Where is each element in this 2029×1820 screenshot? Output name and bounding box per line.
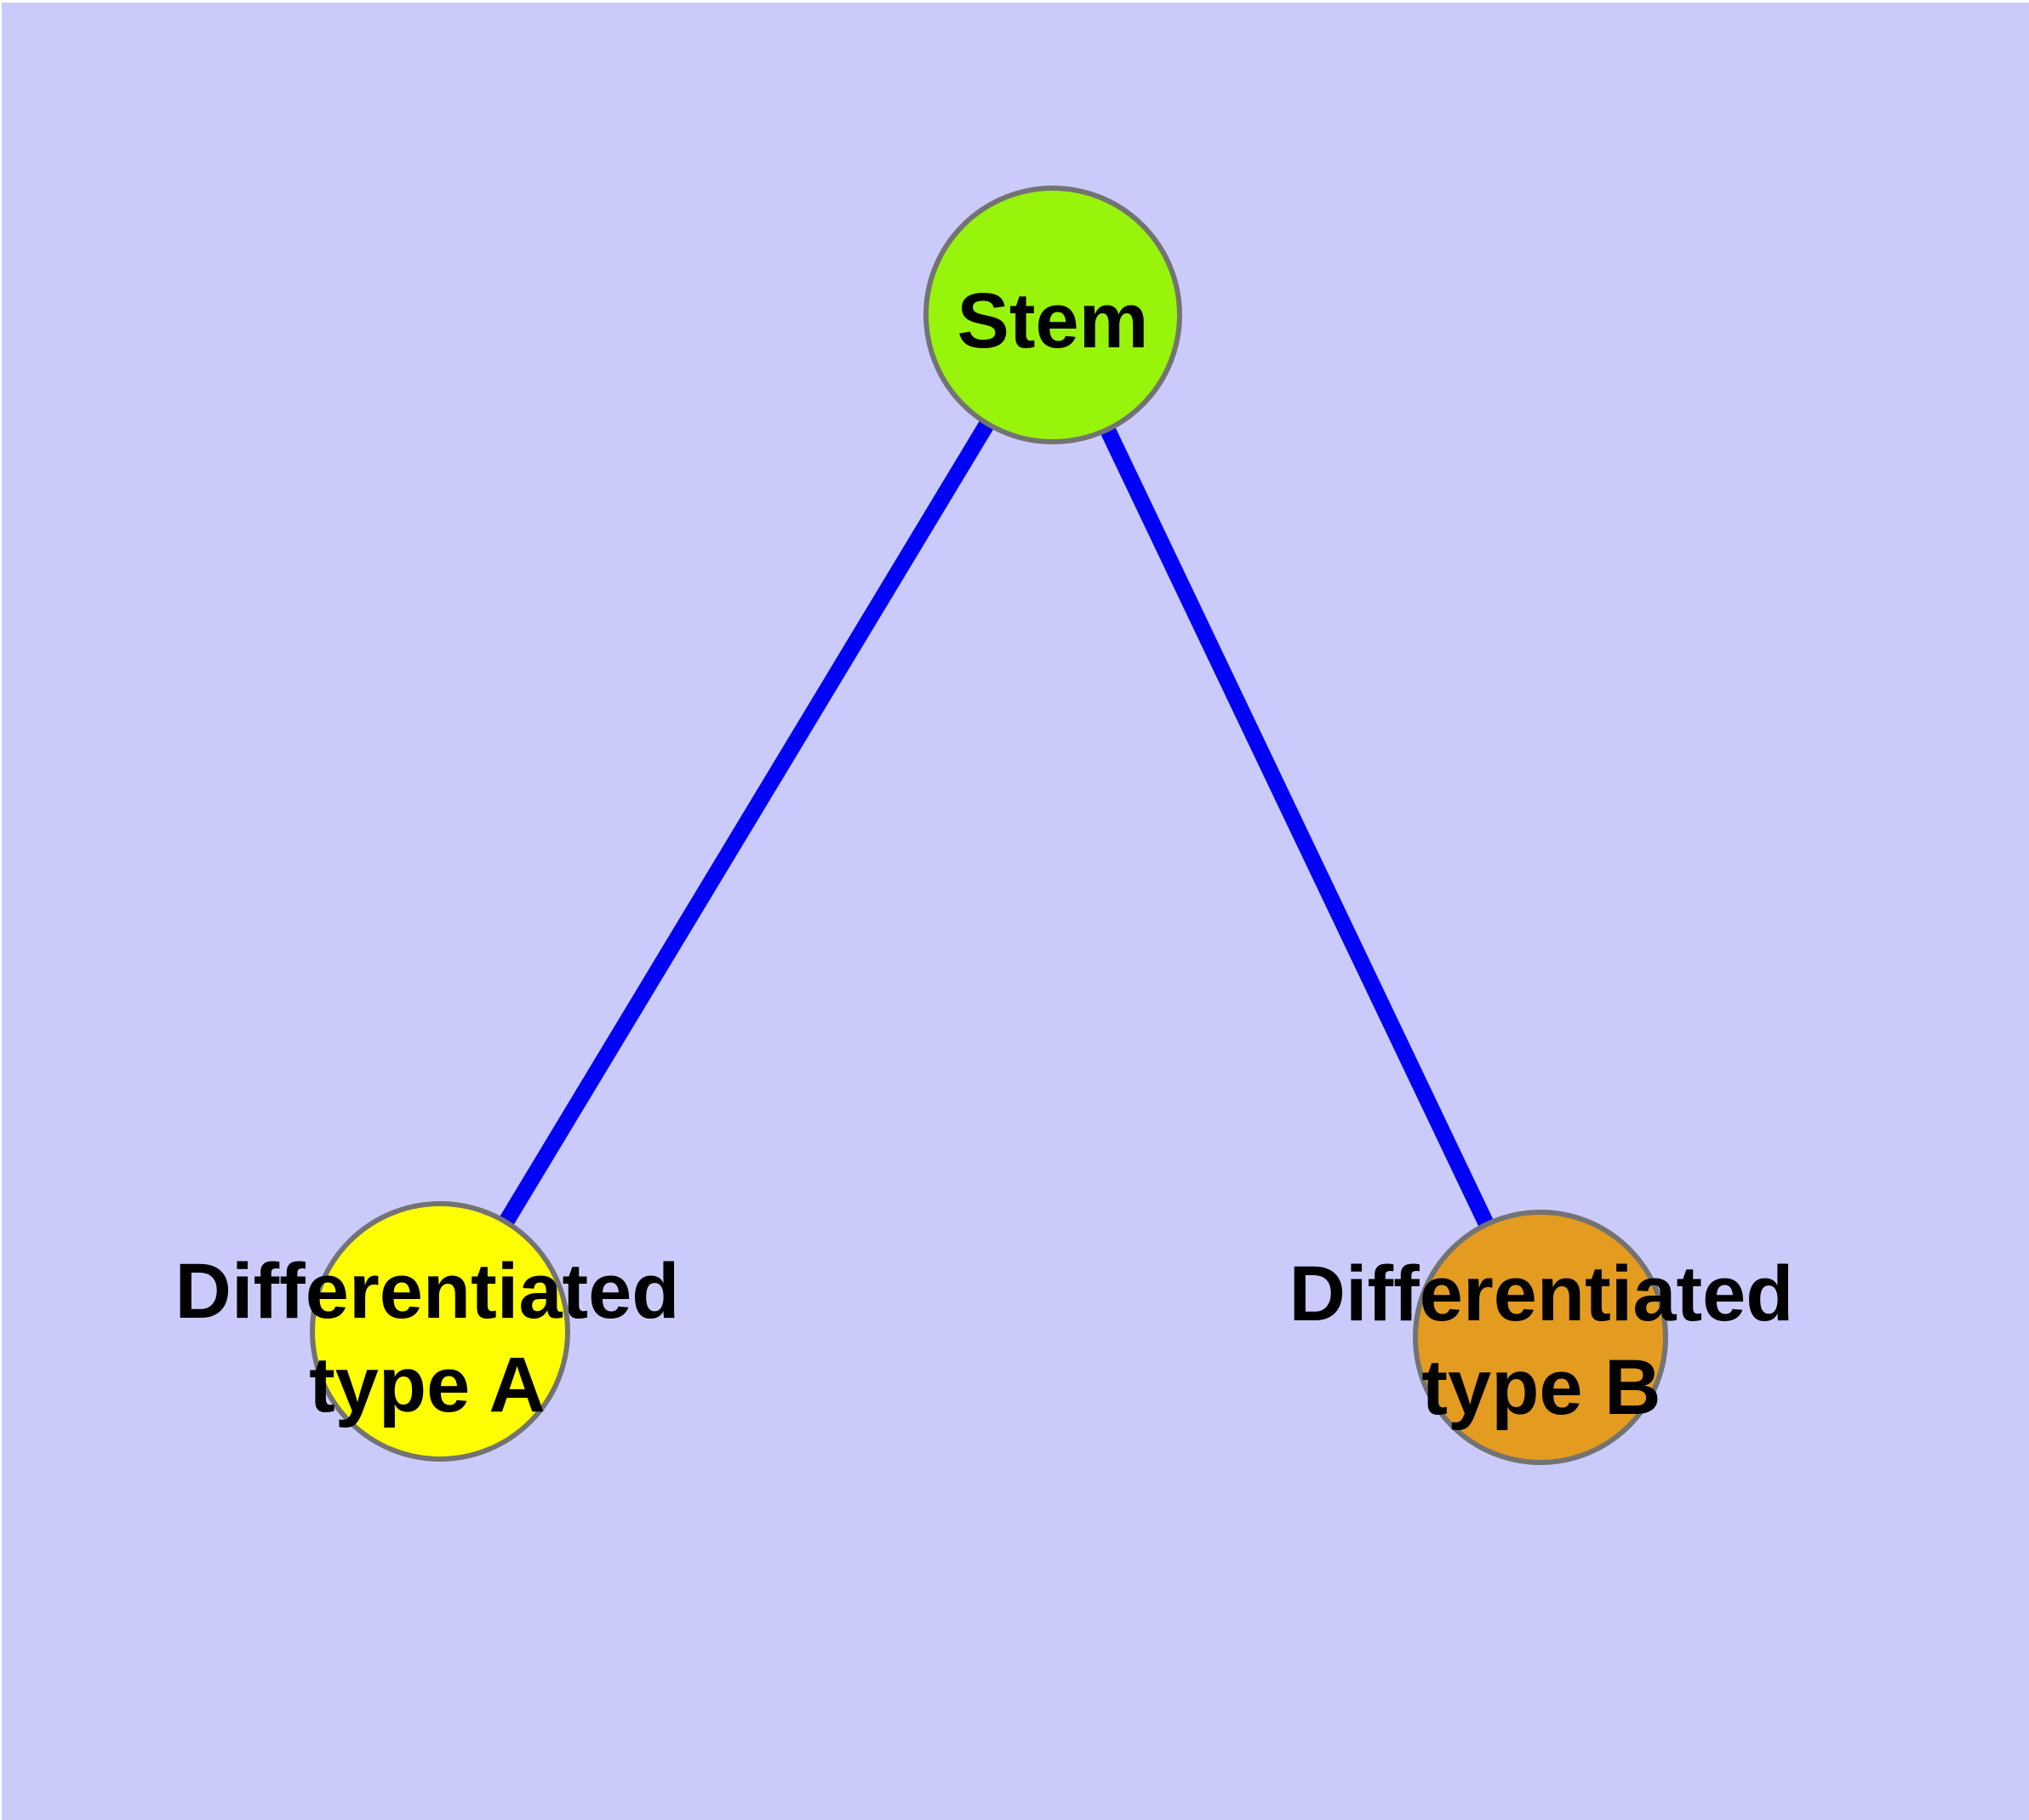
type-a-node-label-line1: Differentiated — [175, 1248, 680, 1335]
type-b-node-label-line2: type B — [1421, 1344, 1660, 1431]
type-b-node — [1413, 1210, 1668, 1465]
type-b-node-label-line1: Differentiated — [1289, 1251, 1794, 1337]
stem-node — [923, 186, 1182, 444]
type-a-node — [310, 1201, 570, 1462]
edge-stem-to-type-a — [432, 311, 1060, 1336]
stem-node-label: Stem — [957, 278, 1149, 364]
type-a-node-label-line2: type A — [309, 1342, 546, 1428]
edge-stem-to-type-b — [1045, 311, 1548, 1342]
